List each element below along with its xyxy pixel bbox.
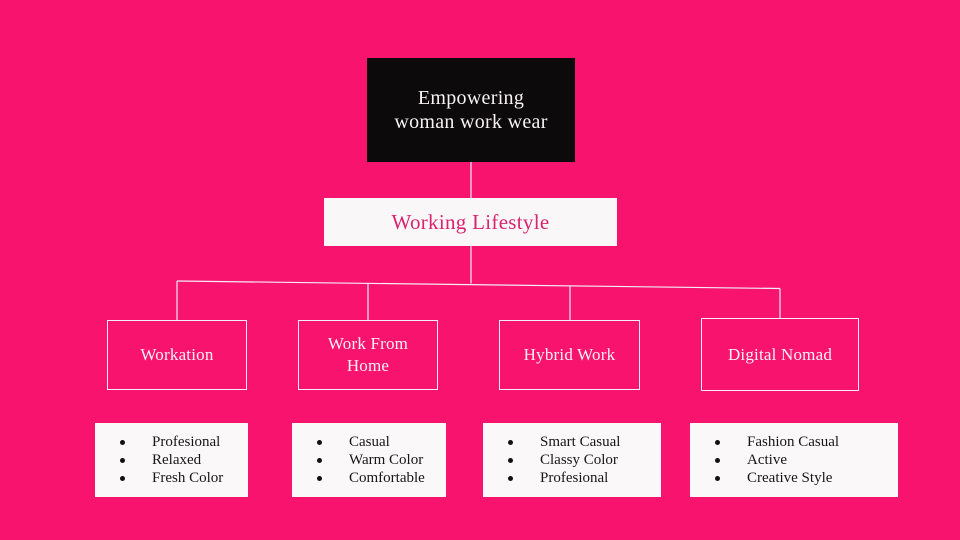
bullet-icon bbox=[120, 439, 125, 445]
list-item: Relaxed bbox=[120, 451, 248, 469]
branch-label: Work From Home bbox=[327, 334, 409, 375]
branch-node-digital-nomad: Digital Nomad bbox=[701, 318, 859, 391]
list-item: Fashion Casual bbox=[715, 433, 898, 451]
list-item: Classy Color bbox=[508, 451, 661, 469]
list-item-label: Classy Color bbox=[540, 451, 618, 468]
detail-list-hybrid-work: Smart Casual Classy Color Profesional bbox=[483, 423, 661, 497]
detail-list-workation: Profesional Relaxed Fresh Color bbox=[95, 423, 248, 497]
list-item-label: Fresh Color bbox=[152, 469, 224, 486]
branch-label: Workation bbox=[140, 345, 214, 364]
lifestyle-node-label: Working Lifestyle bbox=[391, 209, 550, 234]
detail-list-work-from-home: Casual Warm Color Comfortable bbox=[292, 423, 446, 497]
list-item: Profesional bbox=[120, 433, 248, 451]
list-item: Comfortable bbox=[317, 469, 446, 487]
list-item-label: Fashion Casual bbox=[747, 433, 840, 450]
bullet-list: Fashion Casual Active Creative Style bbox=[690, 423, 898, 487]
connector-horizontal-rail bbox=[176, 280, 781, 290]
bullet-icon bbox=[508, 457, 513, 463]
branch-node-hybrid-work: Hybrid Work bbox=[499, 320, 640, 390]
branch-node-workation: Workation bbox=[107, 320, 247, 390]
list-item-label: Warm Color bbox=[349, 451, 424, 468]
list-item-label: Relaxed bbox=[152, 451, 202, 468]
bullet-icon bbox=[317, 475, 322, 481]
list-item: Profesional bbox=[508, 469, 661, 487]
bullet-icon bbox=[317, 457, 322, 463]
bullet-icon bbox=[715, 439, 720, 445]
list-item-label: Profesional bbox=[540, 469, 609, 486]
bullet-icon bbox=[120, 475, 125, 481]
list-item: Warm Color bbox=[317, 451, 446, 469]
lifestyle-node: Working Lifestyle bbox=[324, 198, 617, 246]
root-node: Empowering woman work wear bbox=[367, 58, 575, 162]
list-item-label: Smart Casual bbox=[540, 433, 621, 450]
bullet-list: Casual Warm Color Comfortable bbox=[292, 423, 446, 487]
list-item: Casual bbox=[317, 433, 446, 451]
bullet-icon bbox=[508, 439, 513, 445]
bullet-list: Smart Casual Classy Color Profesional bbox=[483, 423, 661, 487]
list-item-label: Creative Style bbox=[747, 469, 833, 486]
bullet-icon bbox=[120, 457, 125, 463]
detail-list-digital-nomad: Fashion Casual Active Creative Style bbox=[690, 423, 898, 497]
bullet-list: Profesional Relaxed Fresh Color bbox=[95, 423, 248, 487]
bullet-icon bbox=[317, 439, 322, 445]
branch-label: Hybrid Work bbox=[523, 345, 616, 364]
list-item-label: Profesional bbox=[152, 433, 221, 450]
list-item: Fresh Color bbox=[120, 469, 248, 487]
list-item-label: Active bbox=[747, 451, 787, 468]
list-item-label: Casual bbox=[349, 433, 390, 450]
bullet-icon bbox=[715, 475, 720, 481]
list-item-label: Comfortable bbox=[349, 469, 425, 486]
list-item: Active bbox=[715, 451, 898, 469]
bullet-icon bbox=[715, 457, 720, 463]
list-item: Smart Casual bbox=[508, 433, 661, 451]
bullet-icon bbox=[508, 475, 513, 481]
list-item: Creative Style bbox=[715, 469, 898, 487]
branch-node-work-from-home: Work From Home bbox=[298, 320, 438, 390]
branch-label: Digital Nomad bbox=[727, 344, 833, 364]
root-node-title: Empowering woman work wear bbox=[394, 87, 548, 133]
